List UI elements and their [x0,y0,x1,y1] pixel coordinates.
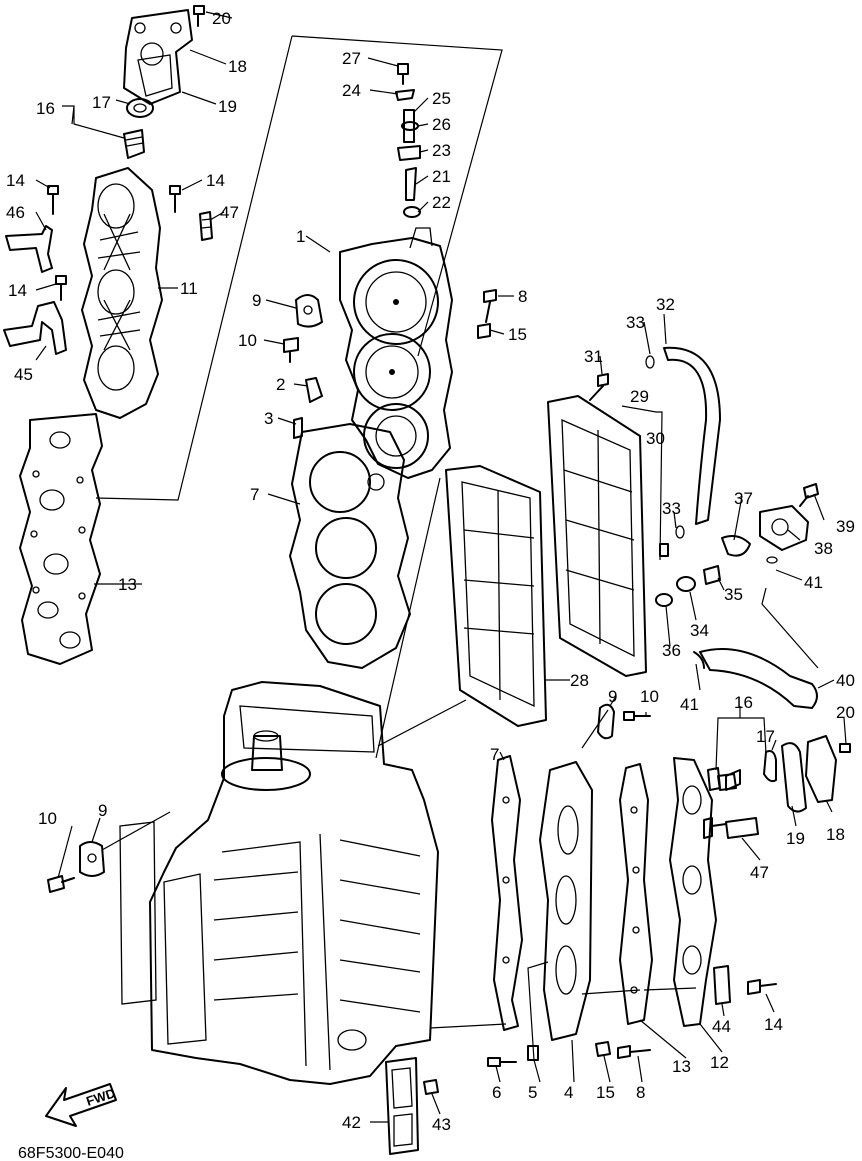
cylinder-block [47,681,507,1085]
label-part-20: 20 [212,9,231,28]
plate-42-bolt-43 [385,1057,439,1155]
exhaust-cover-assembly-upper-left [3,5,213,665]
label-part-17: 17 [92,93,111,112]
label-part-15: 15 [596,1083,615,1102]
label-part-33: 33 [626,313,645,332]
label-part-7: 7 [490,745,499,764]
label-part-27: 27 [342,49,361,68]
label-part-23: 23 [432,141,451,160]
label-part-19: 19 [786,829,805,848]
label-part-22: 22 [432,193,451,212]
label-part-38: 38 [814,539,833,558]
label-part-8: 8 [518,287,527,306]
lower-right-covers-gaskets [487,703,851,1067]
label-part-10: 10 [38,809,57,828]
label-part-1: 1 [296,227,305,246]
label-part-41: 41 [680,695,699,714]
label-part-14: 14 [206,171,225,190]
label-part-14: 14 [8,281,27,300]
label-part-40: 40 [836,671,855,690]
label-part-18: 18 [228,57,247,76]
label-part-17: 17 [756,727,775,746]
label-part-32: 32 [656,295,675,314]
label-part-39: 39 [836,517,855,536]
label-part-6: 6 [492,1083,501,1102]
label-part-28: 28 [570,671,589,690]
label-part-16: 16 [36,99,55,118]
label-part-47: 47 [750,863,769,882]
label-part-8: 8 [636,1083,645,1102]
label-part-2: 2 [276,375,285,394]
label-part-19: 19 [218,97,237,116]
label-part-10: 10 [238,331,257,350]
label-part-9: 9 [608,687,617,706]
exhaust-manifold-cover-assembly [375,395,647,759]
label-part-16: 16 [734,693,753,712]
diagram-code: 68F5300-E040 [18,1145,124,1161]
label-part-42: 42 [342,1113,361,1132]
label-part-26: 26 [432,115,451,134]
label-part-13: 13 [672,1057,691,1076]
label-part-11: 11 [180,279,198,298]
label-part-7: 7 [250,485,259,504]
label-part-30: 30 [646,429,665,448]
water-hose-thermostat-parts [589,346,819,709]
label-part-4: 4 [564,1083,573,1102]
label-part-46: 46 [6,203,25,222]
label-part-20: 20 [836,703,855,722]
label-part-44: 44 [712,1017,731,1036]
label-part-35: 35 [724,585,743,604]
head-gasket-upper [289,423,411,669]
label-part-18: 18 [826,825,845,844]
label-part-45: 45 [14,365,33,384]
label-part-10: 10 [640,687,659,706]
label-part-31: 31 [584,347,603,366]
label-part-24: 24 [342,81,361,100]
label-part-43: 43 [432,1115,451,1134]
label-part-5: 5 [528,1083,537,1102]
cylinder-head-assembly [95,35,503,501]
label-part-36: 36 [662,641,681,660]
label-part-9: 9 [98,801,107,820]
leader-lines [35,11,847,1123]
label-part-41: 41 [804,573,823,592]
label-part-3: 3 [264,409,273,428]
label-part-25: 25 [432,89,451,108]
label-part-9: 9 [252,291,261,310]
part-number-labels: 20 18 19 17 16 14 14 46 47 14 11 45 13 2… [6,9,855,1134]
label-part-14: 14 [764,1015,783,1034]
label-part-21: 21 [432,167,451,186]
label-part-29: 29 [630,387,649,406]
label-part-34: 34 [690,621,709,640]
label-part-47: 47 [220,203,239,222]
fwd-arrow-icon: FWD [45,1083,117,1127]
label-part-14: 14 [6,171,25,190]
label-part-12: 12 [710,1053,729,1072]
label-part-33: 33 [662,499,681,518]
label-part-13: 13 [118,575,137,594]
label-part-15: 15 [508,325,527,344]
label-part-37: 37 [734,489,753,508]
